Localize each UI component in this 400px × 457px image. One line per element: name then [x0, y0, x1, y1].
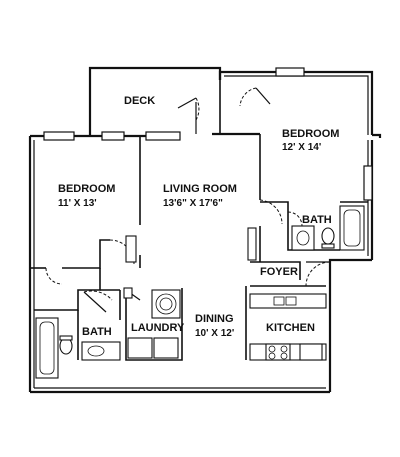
interior-walls [30, 80, 368, 361]
bath-1-label: BATH [82, 326, 112, 338]
bedroom-2-dimensions: 12' X 14' [282, 142, 321, 153]
deck-label: DECK [124, 95, 155, 107]
dining-dimensions: 10' X 12' [195, 328, 234, 339]
living-room-dimensions: 13'6" X 17'6" [163, 198, 223, 209]
fixtures [35, 205, 365, 379]
bath-2-label: BATH [302, 214, 332, 226]
doors [45, 87, 331, 313]
dining-label: DINING [195, 313, 234, 325]
foyer-label: FOYER [260, 266, 298, 278]
living-room-label: LIVING ROOM [163, 183, 237, 195]
bedroom-1-dimensions: 11' X 13' [58, 198, 97, 209]
bedroom-1-label: BEDROOM [58, 183, 115, 195]
windows [43, 67, 373, 201]
exterior-walls [28, 66, 382, 394]
room-labels: DECK BEDROOM 12' X 14' BEDROOM 11' X 13'… [58, 95, 339, 339]
kitchen-label: KITCHEN [266, 322, 315, 334]
laundry-label: LAUNDRY [131, 322, 185, 334]
bedroom-2-label: BEDROOM [282, 128, 339, 140]
